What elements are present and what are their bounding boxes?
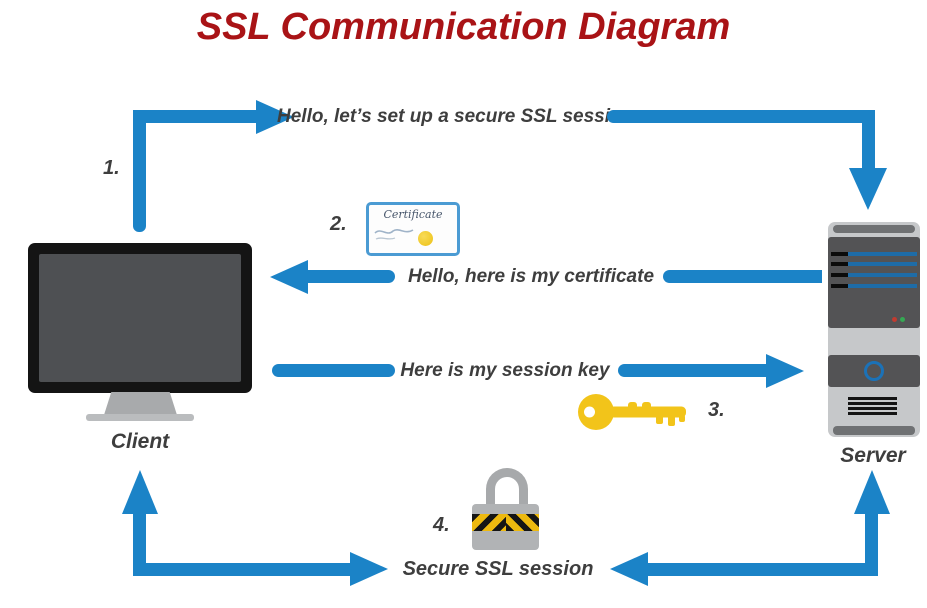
step-4-arrowhead-up-server-icon [854,470,890,514]
step-1-message: Hello, let’s set up a secure SSL session [277,106,634,127]
diagram-title: SSL Communication Diagram [196,6,731,48]
step-1-arrow-shaft-left [133,110,258,123]
padlock-body [472,504,539,550]
monitor-screen [39,254,241,382]
hazard-stripe-band [472,514,539,531]
step-2-number: 2. [330,213,347,235]
drive-bay-light [848,284,917,288]
step-2-message: Hello, here is my certificate [407,266,655,287]
certificate-seal-icon [418,231,433,246]
step-2-arrowhead-left-icon [270,260,308,294]
certificate-icon: Certificate [366,202,460,256]
server-vent [848,402,897,405]
hazard-stripe-left [472,514,506,531]
drive-bay-light [848,262,917,266]
client-label: Client [110,430,170,453]
drive-bay-light [848,252,917,256]
power-button-icon [864,361,884,381]
monitor-base [86,414,194,421]
drive-bay-light [848,273,917,277]
step-4-number: 4. [433,514,450,536]
step-1-number: 1. [103,157,120,179]
step-3-number: 3. [708,399,725,421]
status-led-green [900,317,905,322]
server-drive-panel [828,237,920,328]
server-tower-icon [828,222,920,437]
step-4-right-upstem [865,514,878,576]
server-power-panel [828,355,920,387]
step-3-message: Here is my session key [400,360,610,381]
step-3-arrowhead-right-icon [766,354,804,388]
step-4-right-shaft [645,563,878,576]
certificate-title-text: Certificate [383,208,443,221]
step-4-message: Secure SSL session [402,558,594,580]
monitor-stand [104,392,177,415]
step-3-arrow-shaft-left [272,364,395,377]
step-2-arrow-shaft-left [306,270,395,283]
server-vent [848,407,897,410]
key-icon [578,394,686,430]
certificate-signature-squiggle-icon [374,229,414,240]
step-1-arrow-shaft-right [607,110,875,123]
padlock-shackle [486,468,528,515]
server-label: Server [840,444,906,467]
step-3-arrow-shaft-right [618,364,769,377]
step-1-arrowhead-right-icon [256,100,294,134]
step-1-arrow-upstem [133,110,146,232]
drive-bay [831,252,848,256]
drive-bay [831,273,848,277]
step-4-left-shaft [133,563,352,576]
step-1-arrow-downstem [862,110,875,170]
server-bottom-foot [833,426,915,435]
step-4-arrowhead-right-icon [350,552,388,586]
drive-bay [831,284,848,288]
step-2-arrow-shaft-right [663,270,822,283]
hazard-stripe-right [505,514,539,531]
desktop-monitor-icon [28,243,252,393]
server-top-handle [833,225,915,233]
status-led-red [892,317,897,322]
padlock-icon [470,468,542,552]
drive-bay [831,262,848,266]
server-vent [848,397,897,400]
step-4-arrowhead-left-icon [610,552,648,586]
step-4-arrowhead-up-client-icon [122,470,158,514]
server-vent [848,412,897,415]
step-1-arrowhead-down-icon [849,168,887,210]
step-4-left-upstem [133,510,146,576]
